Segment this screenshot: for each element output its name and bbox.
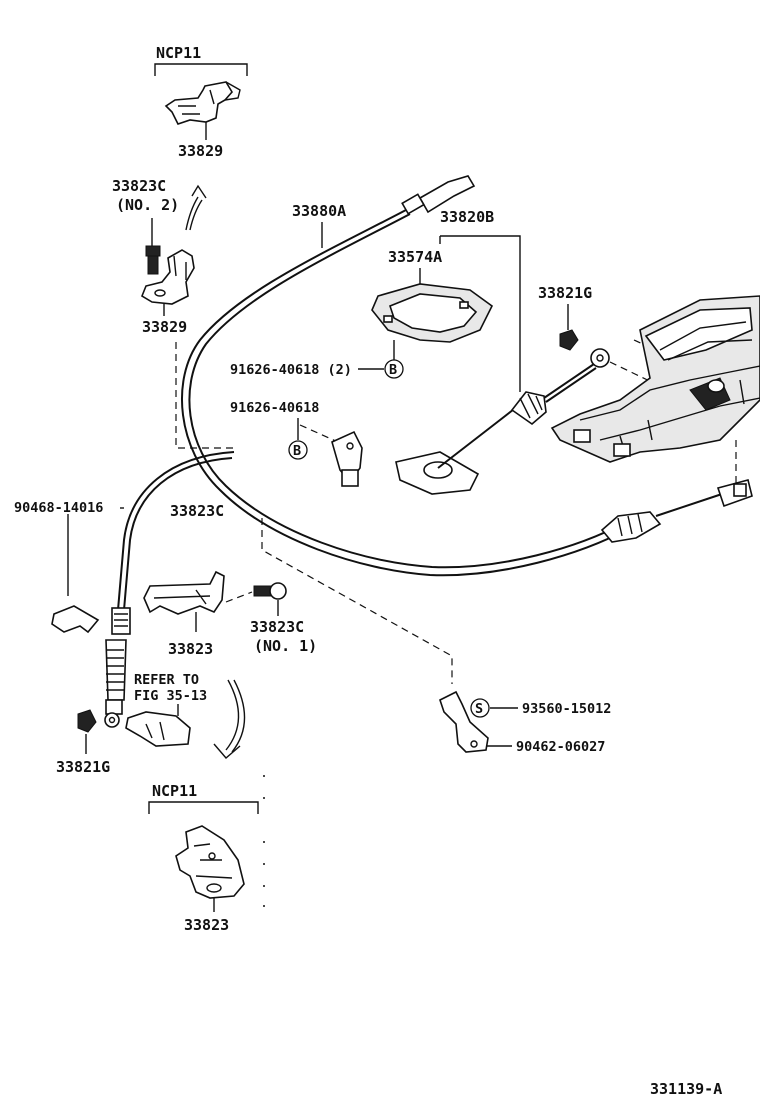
label-fig-ref: FIG 35-13	[134, 688, 207, 704]
cable-33880a: 33880A	[181, 175, 753, 577]
label-no1: (NO. 1)	[254, 637, 317, 655]
clip-91626-group: 91626-40618 B	[230, 400, 363, 487]
bracket-33823-mid-group: 33823 33823C (NO. 1)	[143, 570, 317, 658]
ncp11-bottom-label: NCP11	[152, 782, 197, 800]
label-91626: 91626-40618	[230, 400, 319, 416]
ncp11-top-label: NCP11	[156, 44, 201, 62]
callout-b-circle-1	[384, 359, 404, 379]
ncp11-top-group: NCP11 33829	[154, 44, 248, 160]
label-33820b: 33820B	[440, 208, 494, 226]
label-33823-mid: 33823	[168, 640, 213, 658]
hand-pointer-icon	[125, 711, 191, 747]
clamp-93560	[439, 690, 489, 753]
callout-b-1: B	[389, 362, 397, 378]
label-93560-15012: 93560-15012	[522, 701, 611, 717]
ncp11-top-bracket-line	[154, 63, 248, 76]
label-no2: (NO. 2)	[116, 196, 179, 214]
label-33823c: 33823C	[170, 502, 224, 520]
label-33823c-no2: 33823C	[112, 177, 166, 195]
bolt-33823c-no2	[145, 245, 161, 275]
label-33823-bottom: 33823	[184, 916, 229, 934]
bolt-33823c-no2-group: 33823C (NO. 2) 33829	[112, 177, 207, 336]
plate-33574a	[371, 283, 494, 343]
clip-90468	[51, 605, 100, 634]
diagram-id: 331139-A	[650, 1080, 722, 1098]
arrow-down-icon	[225, 679, 240, 751]
callout-s-circle	[470, 698, 490, 718]
label-33821g-left: 33821G	[56, 758, 110, 776]
dashed-leader-left	[175, 342, 234, 449]
bracket-33829-top	[164, 81, 241, 125]
dotted-marks	[263, 775, 265, 907]
refer-fig-group: REFER TO FIG 35-13	[125, 672, 246, 759]
clip-91626-2-group: 91626-40618 (2) B	[230, 359, 404, 379]
dashed-bolt	[225, 591, 253, 603]
callout-s: S	[475, 701, 483, 717]
bracket-33823-bottom	[175, 825, 245, 899]
label-refer-to: REFER TO	[134, 672, 199, 688]
plate-33574a-group: 33574A	[371, 248, 494, 360]
select-cable-group: 90468-14016 33823C	[14, 451, 235, 728]
callout-b-2: B	[293, 443, 301, 459]
dashed-leader-bottom	[261, 518, 453, 684]
nut-33821g-left	[77, 709, 97, 733]
shifter-assembly	[550, 295, 760, 463]
ncp11-bottom-bracket-line	[148, 801, 259, 814]
nut-33821g-right-group: 33821G	[538, 284, 592, 351]
label-33880a: 33880A	[292, 202, 346, 220]
dashed-clip	[299, 424, 339, 443]
arrow-up-icon	[185, 184, 207, 231]
label-33823c-no1: 33823C	[250, 618, 304, 636]
label-33574a: 33574A	[388, 248, 442, 266]
label-33829-top: 33829	[178, 142, 223, 160]
label-91626-2: 91626-40618 (2)	[230, 362, 352, 378]
nut-33821g-left-group: 33821G	[56, 709, 110, 776]
dashed-rod-shifter	[609, 361, 661, 387]
bracket-33823-mid	[143, 570, 225, 615]
clamp-93560-group: S 93560-15012 90462-06027	[439, 690, 611, 755]
nut-33821g-right	[559, 329, 579, 351]
bolt-33823c-no1	[253, 582, 287, 600]
callout-b-circle-2	[288, 440, 308, 460]
ncp11-bottom-group: NCP11 33823	[148, 782, 259, 934]
label-90462-06027: 90462-06027	[516, 739, 605, 755]
bracket-33829-mid	[141, 249, 195, 305]
label-33821g-right: 33821G	[538, 284, 592, 302]
shift-cable-rod	[395, 348, 610, 495]
leader-33820b	[440, 235, 521, 392]
label-33829-mid: 33829	[142, 318, 187, 336]
label-90468-14016: 90468-14016	[14, 500, 103, 516]
